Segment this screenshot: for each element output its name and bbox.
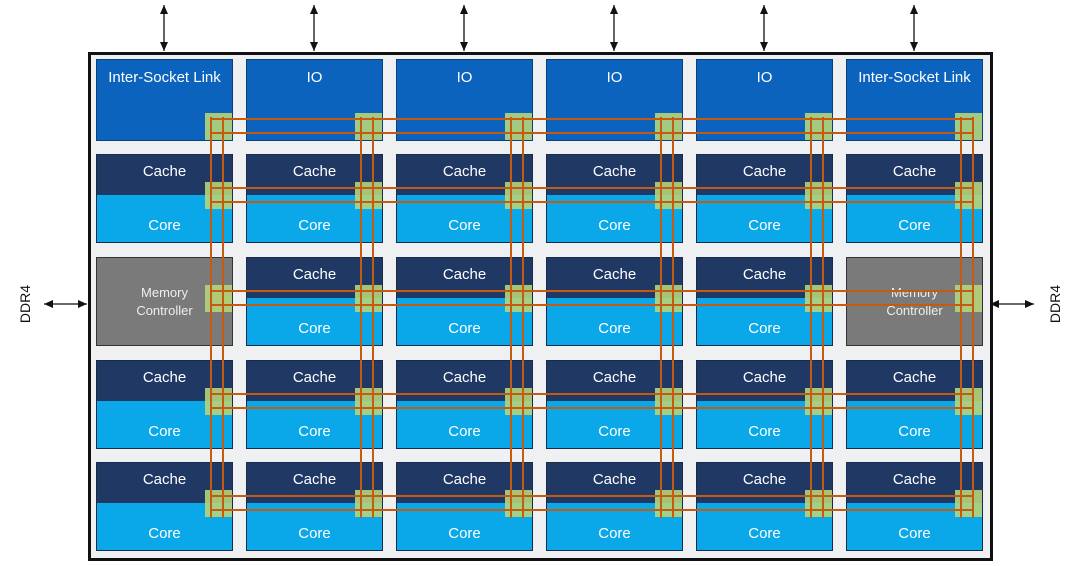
mesh-stop <box>355 388 382 415</box>
mesh-stop <box>355 285 382 312</box>
io-arrow-head <box>310 42 318 51</box>
ddr4-arrow-right-head <box>990 300 999 308</box>
mesh-stop <box>205 490 232 517</box>
mesh-stop <box>955 388 982 415</box>
ddr4-arrow-right-head <box>1025 300 1034 308</box>
mesh-stop <box>955 490 982 517</box>
tile-label: Memory Controller <box>136 284 193 318</box>
mesh-stop <box>955 285 982 312</box>
tile-label: IO <box>306 69 323 86</box>
io-arrow-head <box>160 42 168 51</box>
mesh-stop <box>205 285 232 312</box>
ddr4-arrow-left-head <box>78 300 87 308</box>
tile-label: IO <box>756 69 773 86</box>
io-arrow-head <box>610 42 618 51</box>
io-arrow-head <box>460 5 468 14</box>
io-arrow-head <box>760 42 768 51</box>
mesh-stop <box>805 182 832 209</box>
mesh-stop <box>805 388 832 415</box>
tile-label: Inter-Socket Link <box>108 69 221 86</box>
io-arrow-head <box>910 5 918 14</box>
ddr4-arrow-left-head <box>44 300 53 308</box>
mesh-stop <box>955 182 982 209</box>
mesh-stop <box>205 113 232 140</box>
mesh-stop <box>655 490 682 517</box>
mesh-stop <box>505 182 532 209</box>
core-block: Core <box>97 195 232 242</box>
mesh-stop <box>805 113 832 140</box>
mesh-stop <box>205 388 232 415</box>
mesh-stop <box>505 490 532 517</box>
mesh-stop <box>655 285 682 312</box>
mesh-stop <box>655 388 682 415</box>
mesh-stop <box>505 113 532 140</box>
io-arrow-head <box>610 5 618 14</box>
processor-die <box>88 52 993 561</box>
io-tile: Inter-Socket Link <box>96 59 233 141</box>
mesh-stop <box>805 490 832 517</box>
mesh-stop <box>505 388 532 415</box>
tile-label: Inter-Socket Link <box>858 69 971 86</box>
io-arrow-head <box>160 5 168 14</box>
io-arrow-head <box>460 42 468 51</box>
mesh-stop <box>655 182 682 209</box>
mesh-stop <box>505 285 532 312</box>
tile-label: IO <box>456 69 473 86</box>
mesh-stop <box>805 285 832 312</box>
mesh-stop <box>955 113 982 140</box>
io-arrow-head <box>310 5 318 14</box>
mesh-stop <box>655 113 682 140</box>
mesh-stop <box>355 113 382 140</box>
mesh-stop <box>355 490 382 517</box>
io-arrow-head <box>910 42 918 51</box>
mesh-stop <box>355 182 382 209</box>
io-arrow-head <box>760 5 768 14</box>
mesh-stop <box>205 182 232 209</box>
tile-label: IO <box>606 69 623 86</box>
